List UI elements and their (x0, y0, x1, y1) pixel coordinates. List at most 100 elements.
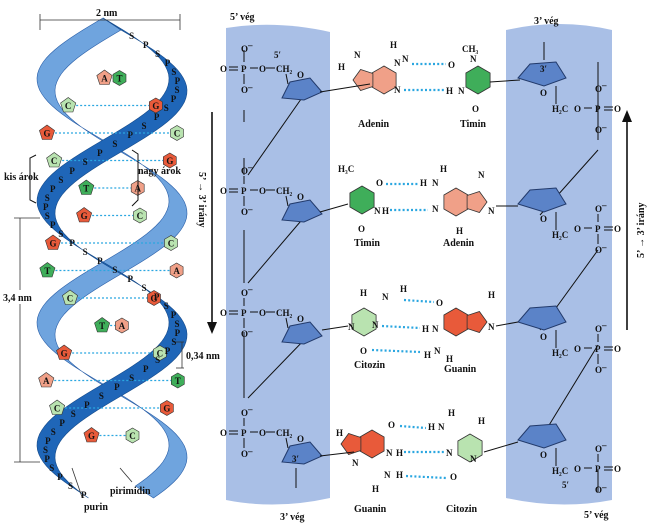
n-atom-ring: N (470, 54, 477, 64)
oxygen-side: O (220, 428, 227, 438)
oxygen-bridge: O (574, 104, 581, 114)
helix-backbone-letter: S (171, 67, 176, 77)
major-groove-label: nagy árok (138, 166, 181, 177)
helix-backbone-letter: S (142, 283, 147, 293)
ring-oxygen: O (540, 332, 547, 342)
n-atom: N (372, 320, 379, 330)
glycosidic-bond (495, 321, 519, 327)
phosphorus: P (595, 344, 601, 354)
hbond-4a (399, 424, 427, 430)
rung-left-base (60, 97, 77, 113)
helix-ribbons (36, 17, 188, 499)
pitch-label-bg (2, 290, 38, 304)
rung-left-letter: G (50, 239, 57, 249)
n-atom: N (394, 85, 401, 95)
helix-backbone-letter: S (174, 85, 179, 95)
helix-backbone-letter: S (129, 31, 134, 41)
helix-backbone-letter: S (155, 355, 160, 365)
n-atom: N (488, 206, 495, 216)
oxygen-bottom: O (241, 449, 248, 459)
right-direction-arrowhead (622, 110, 632, 122)
helix-backbone-letter: P (81, 490, 87, 500)
six-ring (349, 185, 375, 215)
five-ring (466, 191, 488, 213)
hbond-3b (381, 324, 421, 330)
h-atom: H (396, 448, 403, 458)
five-ring (340, 433, 362, 455)
helix-backbone-letter: P (171, 94, 177, 104)
rung-right-letter: C (129, 431, 136, 441)
oxygen-side: O (220, 186, 227, 196)
purine-pointer (71, 467, 83, 498)
oxygen-side: O (220, 64, 227, 74)
oxygen-bridge: O (259, 308, 266, 318)
helix-backbone-letter: S (112, 265, 117, 275)
n-atom: N (478, 170, 485, 180)
oxygen-top: O (595, 324, 602, 334)
n-atom: N (458, 86, 465, 96)
oxygen-bottom: O (595, 125, 602, 135)
sugar-ring (281, 199, 323, 223)
rung-left-letter: G (61, 349, 68, 359)
n-atom: N (488, 322, 495, 332)
po-side-bonds (584, 226, 613, 231)
helix-backbone-letter: P (143, 364, 149, 374)
rung-right-base (160, 400, 174, 416)
rung-right-letter: C (174, 129, 181, 139)
helix-backbone-letter: P (154, 112, 160, 122)
rung-right-letter: A (173, 266, 180, 276)
pair3-left-name: Citozin (354, 360, 386, 371)
rung-left-base (39, 262, 56, 278)
pair1-left-name: Adenin (358, 119, 390, 130)
rung-left-base (38, 372, 55, 388)
charge: – (247, 404, 253, 414)
methyl: H₃C (338, 164, 354, 174)
h-atom: H (338, 62, 345, 72)
n-atom-ring: N (470, 454, 477, 464)
helix-backbone-letter: P (69, 238, 75, 248)
right-phosphate-3: POO––OO (574, 320, 621, 375)
rung-right-base (170, 125, 184, 141)
six-ring (359, 429, 385, 459)
o-atom: O (436, 298, 443, 308)
sugar-ring (281, 321, 323, 345)
rung-right-base (112, 70, 127, 86)
phosphorus: P (595, 104, 601, 114)
left-strand-bottom-end: 3’ vég (280, 512, 305, 523)
n-atom-ring: N (348, 322, 355, 332)
h-atom: H (446, 86, 453, 96)
oxygen-bridge: O (259, 64, 266, 74)
po-side-bonds (229, 188, 258, 193)
o-atom: O (448, 60, 455, 70)
charge: – (247, 204, 253, 214)
h-atom: H (382, 206, 389, 216)
left-direction-label: 5’ → 3’ irány (196, 172, 207, 227)
six-ring (443, 187, 469, 217)
ch2-label: CH₂ (276, 308, 293, 318)
rung-left-letter: C (65, 101, 72, 111)
helix-backbone-letter: P (97, 148, 103, 158)
h-atom: H (420, 178, 427, 188)
rung-left-letter: C (51, 156, 58, 166)
rung-right-base (147, 290, 161, 306)
rung-left-base (56, 344, 73, 360)
oxygen-side: O (614, 224, 621, 234)
helix-backbone-letter: P (45, 436, 51, 446)
pyrimidine-label: pirimidin (110, 486, 151, 497)
charge: – (247, 162, 253, 172)
five-prime-label: 5′ (274, 50, 281, 60)
oxygen-side: O (220, 308, 227, 318)
rung-right-base (171, 372, 185, 389)
helix-backbone-letter: P (44, 454, 50, 464)
h-atom: H (422, 324, 429, 334)
six-ring (465, 65, 491, 95)
rung-right-letter: C (168, 239, 175, 249)
rung-left-base (76, 207, 93, 223)
six-ring (371, 65, 397, 95)
